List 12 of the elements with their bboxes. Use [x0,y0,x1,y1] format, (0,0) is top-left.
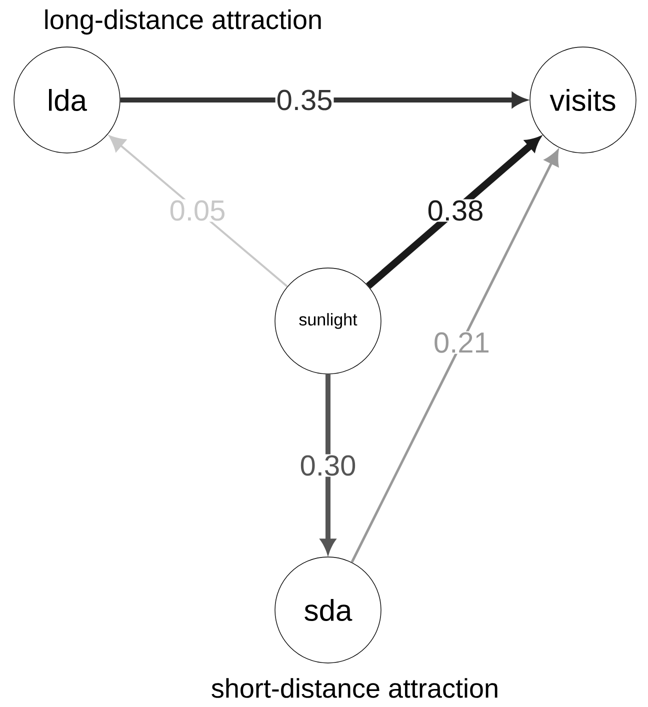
circle-node: visits [530,46,636,154]
circle-node: sda [274,556,382,664]
arrow [109,136,288,288]
circle-node: lda [14,46,120,154]
node-caption: short-distance attraction [212,678,498,698]
circle-node: sunlight [274,268,382,374]
edge-label: 0.21 [434,332,488,353]
node-caption: long-distance attraction [45,9,321,35]
arrow [350,150,559,563]
edge-label: 0.30 [300,455,356,476]
edge-label: 0.38 [428,200,482,221]
arrow [366,136,540,289]
